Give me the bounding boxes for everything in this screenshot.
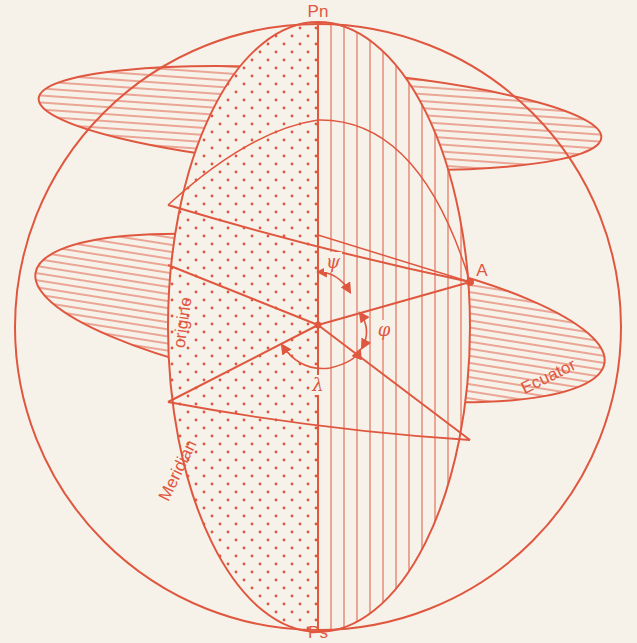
radius-line (318, 325, 470, 440)
origin-meridian-plane (168, 22, 318, 632)
radius-line (168, 325, 318, 402)
parallel-cone (168, 120, 470, 282)
point-label: A (474, 261, 489, 280)
angle-label: ψ (324, 252, 342, 272)
angle-label: λ (310, 375, 325, 395)
parallel-arc (168, 205, 470, 282)
chord-line (318, 235, 470, 282)
point-a (467, 279, 473, 285)
psi-angle-arc (318, 272, 350, 292)
radius-to-a (318, 282, 470, 325)
equator-arc (168, 402, 470, 440)
lambda-angle-arc (282, 345, 360, 369)
angle-label: φ (376, 320, 393, 340)
pole-label: Pn (306, 2, 331, 21)
local-meridian-plane (318, 22, 470, 632)
center-point (316, 323, 321, 328)
pole-label: Ps (306, 623, 330, 642)
phi-angle-arc (360, 313, 367, 348)
